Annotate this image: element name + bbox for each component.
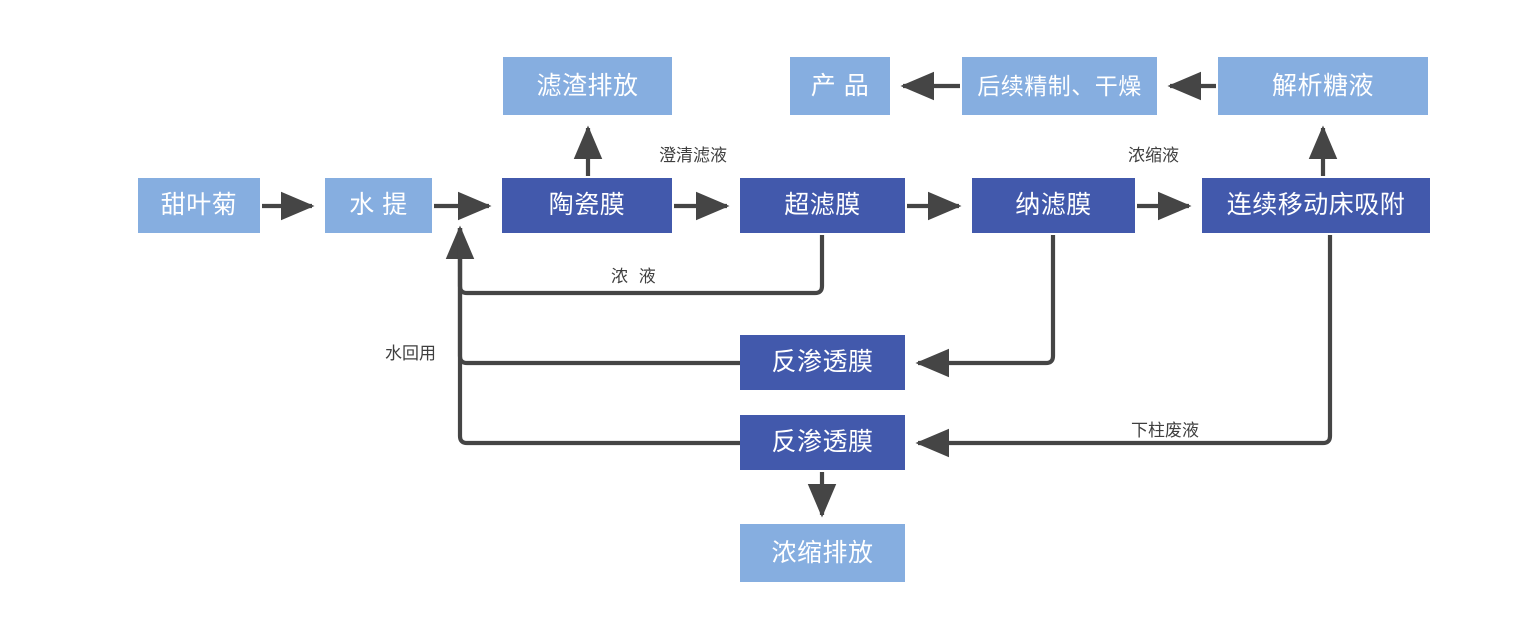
node-ceramic-membrane-label: 陶瓷膜	[548, 191, 626, 219]
edge-label-water-reuse: 水回用	[385, 344, 436, 363]
node-water-extract-label: 水 提	[349, 191, 408, 219]
node-stevia[interactable]: 甜叶菊	[138, 178, 260, 233]
node-product[interactable]: 产 品	[790, 57, 890, 115]
node-continuous-moving-bed-adsorption-label: 连续移动床吸附	[1226, 191, 1406, 219]
edge-label-clear-filtrate: 澄清滤液	[659, 146, 727, 165]
node-filter-residue-discharge-label: 滤渣排放	[536, 71, 639, 100]
node-water-extract[interactable]: 水 提	[325, 178, 432, 233]
node-desorbed-sugar-liquor[interactable]: 解析糖液	[1218, 57, 1428, 115]
connector-smb-to-ro-2	[915, 235, 1333, 458]
node-reverse-osmosis-membrane-2[interactable]: 反渗透膜	[740, 415, 905, 470]
edge-label-column-effluent: 下柱废液	[1131, 421, 1199, 440]
edge-label-thick-liquid: 浓 液	[611, 267, 659, 286]
node-refining-drying-label: 后续精制、干燥	[977, 72, 1142, 99]
node-reverse-osmosis-membrane-1[interactable]: 反渗透膜	[740, 335, 905, 390]
node-concentrate-discharge[interactable]: 浓缩排放	[740, 524, 905, 582]
node-product-label: 产 品	[810, 71, 870, 100]
edge-label-concentrate: 浓缩液	[1128, 146, 1179, 165]
connector-ro-2-to-ceramic-recycle	[457, 228, 740, 446]
node-stevia-label: 甜叶菊	[160, 191, 238, 219]
node-ultrafiltration-membrane-label: 超滤膜	[784, 191, 861, 219]
connector-ro-1-to-ceramic-recycle	[457, 228, 740, 366]
node-reverse-osmosis-membrane-1-label: 反渗透膜	[771, 348, 874, 376]
node-refining-drying[interactable]: 后续精制、干燥	[962, 57, 1157, 115]
node-nanofiltration-membrane-label: 纳滤膜	[1015, 191, 1092, 219]
node-concentrate-discharge-label: 浓缩排放	[771, 538, 874, 567]
node-continuous-moving-bed-adsorption[interactable]: 连续移动床吸附	[1202, 178, 1430, 233]
node-filter-residue-discharge[interactable]: 滤渣排放	[503, 57, 672, 115]
node-desorbed-sugar-liquor-label: 解析糖液	[1271, 71, 1374, 100]
node-ceramic-membrane[interactable]: 陶瓷膜	[502, 178, 672, 233]
node-nanofiltration-membrane[interactable]: 纳滤膜	[972, 178, 1135, 233]
node-reverse-osmosis-membrane-2-label: 反渗透膜	[771, 428, 874, 456]
node-ultrafiltration-membrane[interactable]: 超滤膜	[740, 178, 905, 233]
connector-nf-to-ro-1	[915, 235, 1056, 378]
